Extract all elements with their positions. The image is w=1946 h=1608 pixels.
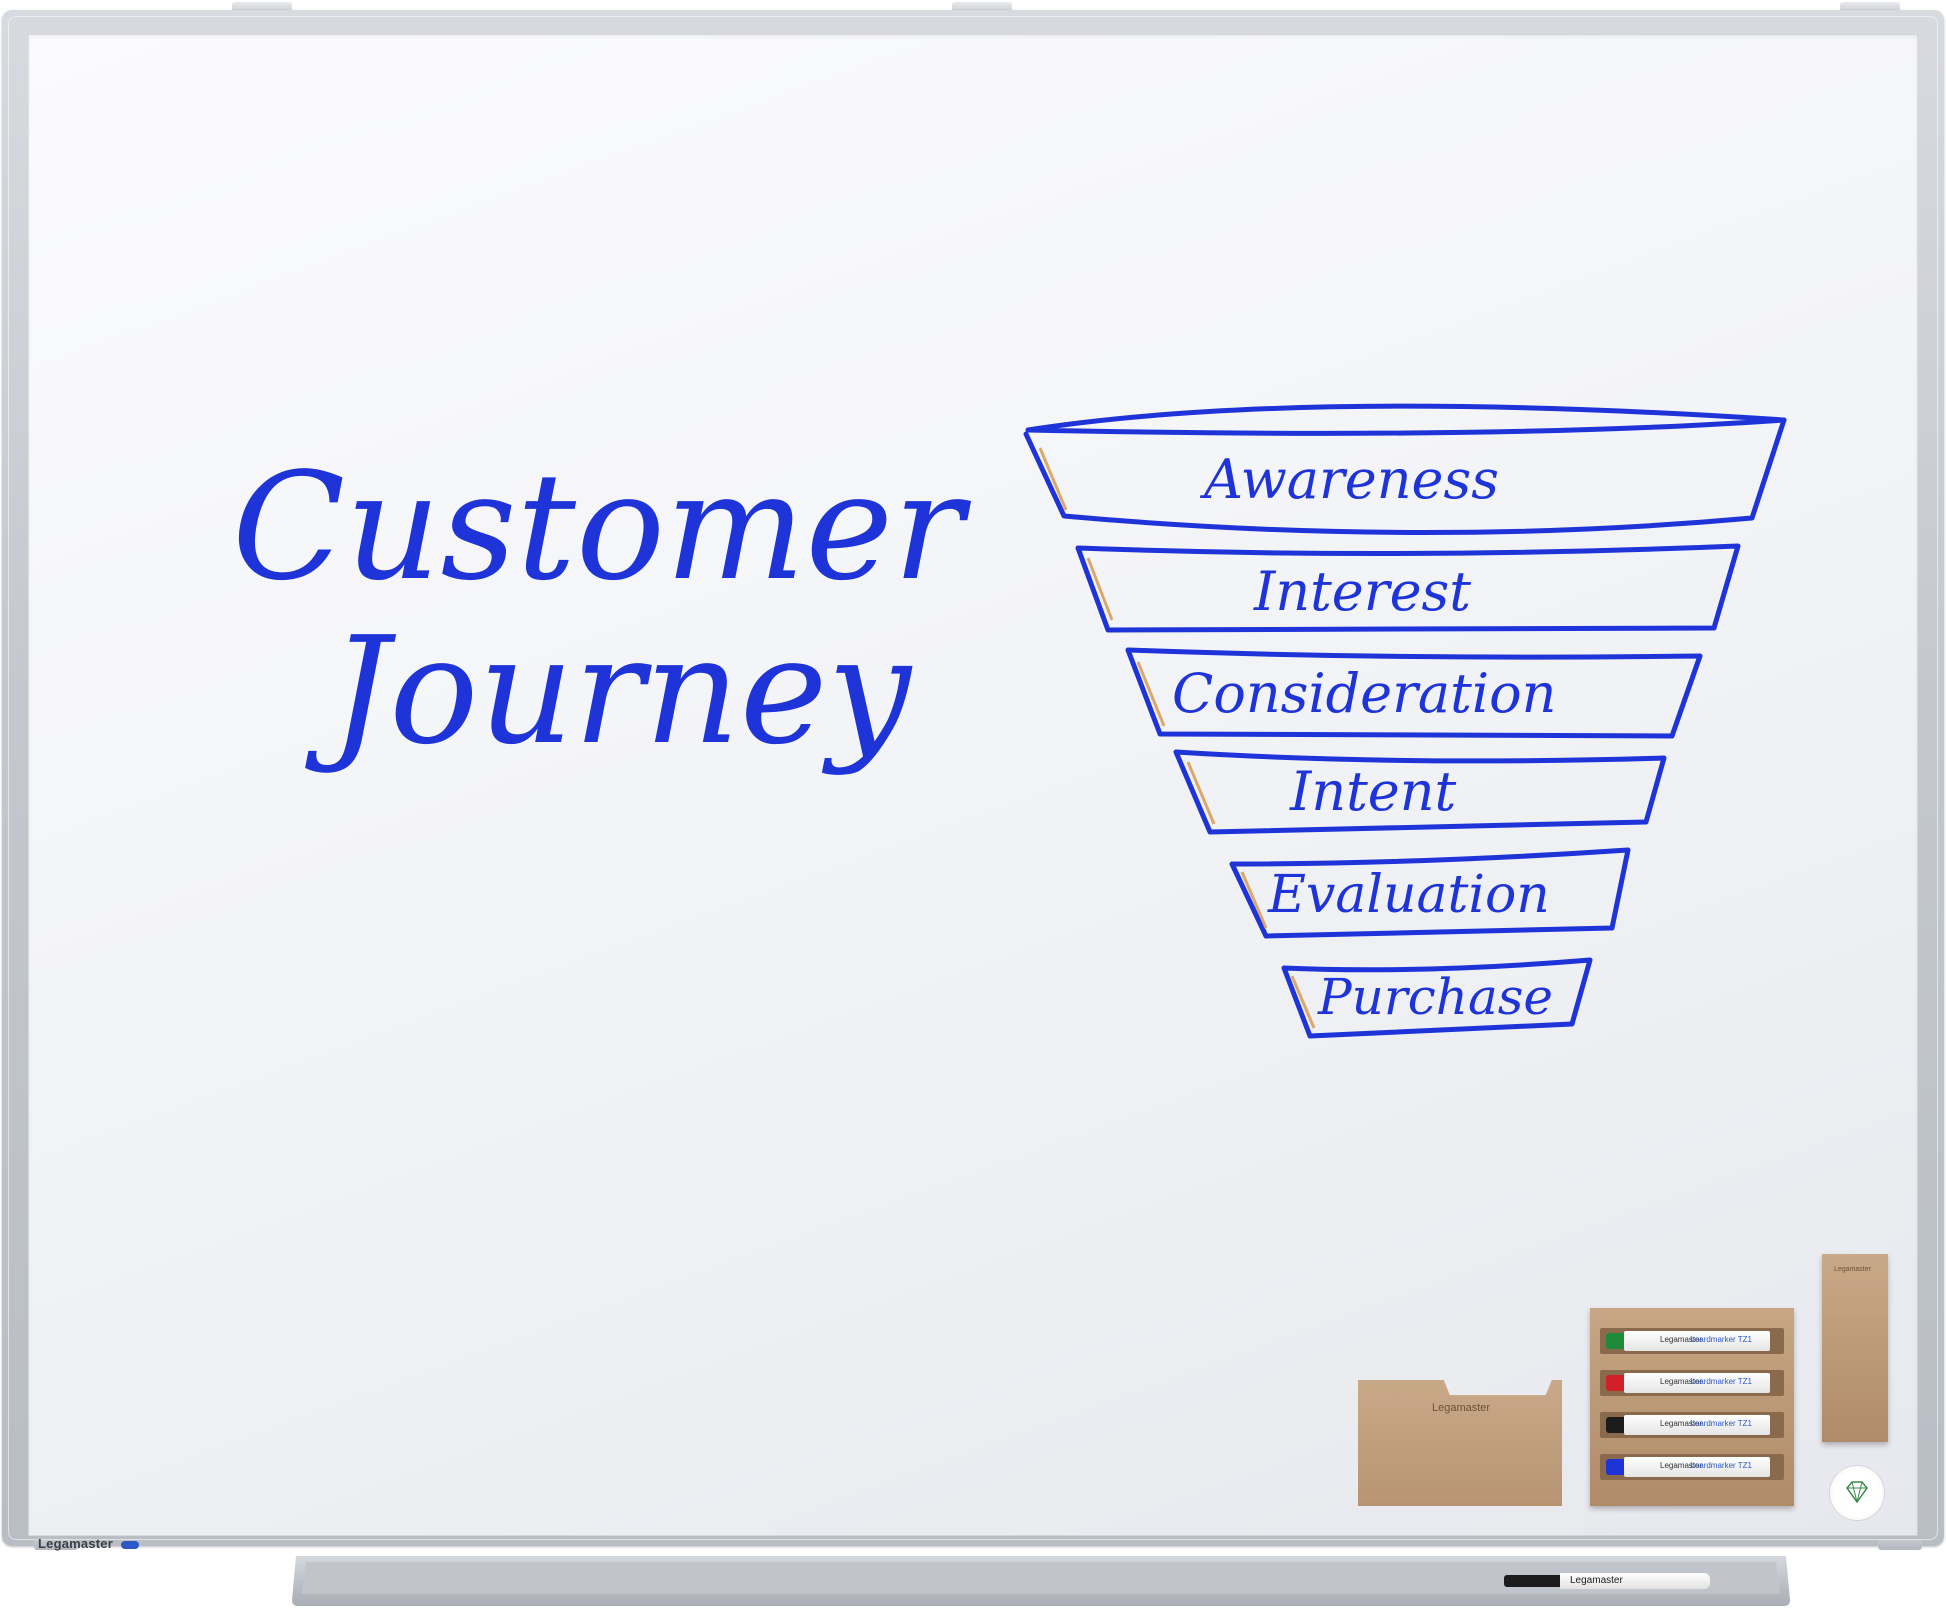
frame-corner <box>34 1540 78 1550</box>
small-cork-board: Legamaster <box>1822 1254 1888 1442</box>
marker-brand: Legamaster <box>1660 1419 1703 1428</box>
brand-logo: Legamaster <box>38 1536 139 1551</box>
marker-label: boardmarker TZ1 <box>1690 1335 1752 1344</box>
marker-body: Legamaster boardmarker TZ1 <box>1624 1373 1770 1393</box>
marker-body: Legamaster boardmarker TZ1 <box>1624 1331 1770 1351</box>
marker-brand: Legamaster <box>1660 1335 1703 1344</box>
quality-seal-icon <box>1830 1466 1884 1520</box>
eraser-brand: Legamaster <box>1432 1402 1491 1414</box>
small-board-brand: Legamaster <box>1834 1266 1871 1273</box>
marker-slot: Legamaster boardmarker TZ1 <box>1600 1370 1784 1396</box>
marker-slot: Legamaster boardmarker TZ1 <box>1600 1412 1784 1438</box>
marker-slot: Legamaster boardmarker TZ1 <box>1600 1328 1784 1354</box>
tray-marker-body <box>1560 1573 1710 1589</box>
frame-hinge <box>1840 2 1900 12</box>
marker-brand: Legamaster <box>1660 1461 1703 1470</box>
magnetic-eraser: Legamaster <box>1358 1380 1562 1506</box>
marker-label: boardmarker TZ1 <box>1690 1377 1752 1386</box>
frame-corner <box>1878 1540 1922 1550</box>
brand-badge-icon <box>120 1540 139 1549</box>
marker-tray <box>292 1556 1790 1606</box>
brand-name: Legamaster <box>38 1536 113 1551</box>
marker-label: boardmarker TZ1 <box>1690 1461 1752 1470</box>
diamond-icon <box>1846 1481 1868 1504</box>
marker-body: Legamaster boardmarker TZ1 <box>1624 1457 1770 1477</box>
marker-holder: Legamaster boardmarker TZ1 Legamaster bo… <box>1590 1308 1794 1506</box>
marker-brand: Legamaster <box>1660 1377 1703 1386</box>
marker-body: Legamaster boardmarker TZ1 <box>1624 1415 1770 1435</box>
marker-slot: Legamaster boardmarker TZ1 <box>1600 1454 1784 1480</box>
tray-marker-brand: Legamaster <box>1570 1575 1623 1586</box>
frame-hinge <box>952 2 1012 12</box>
tray-marker-cap <box>1504 1575 1560 1587</box>
tray-marker: Legamaster <box>1504 1573 1718 1589</box>
marker-label: boardmarker TZ1 <box>1690 1419 1752 1428</box>
frame-hinge <box>232 2 292 12</box>
